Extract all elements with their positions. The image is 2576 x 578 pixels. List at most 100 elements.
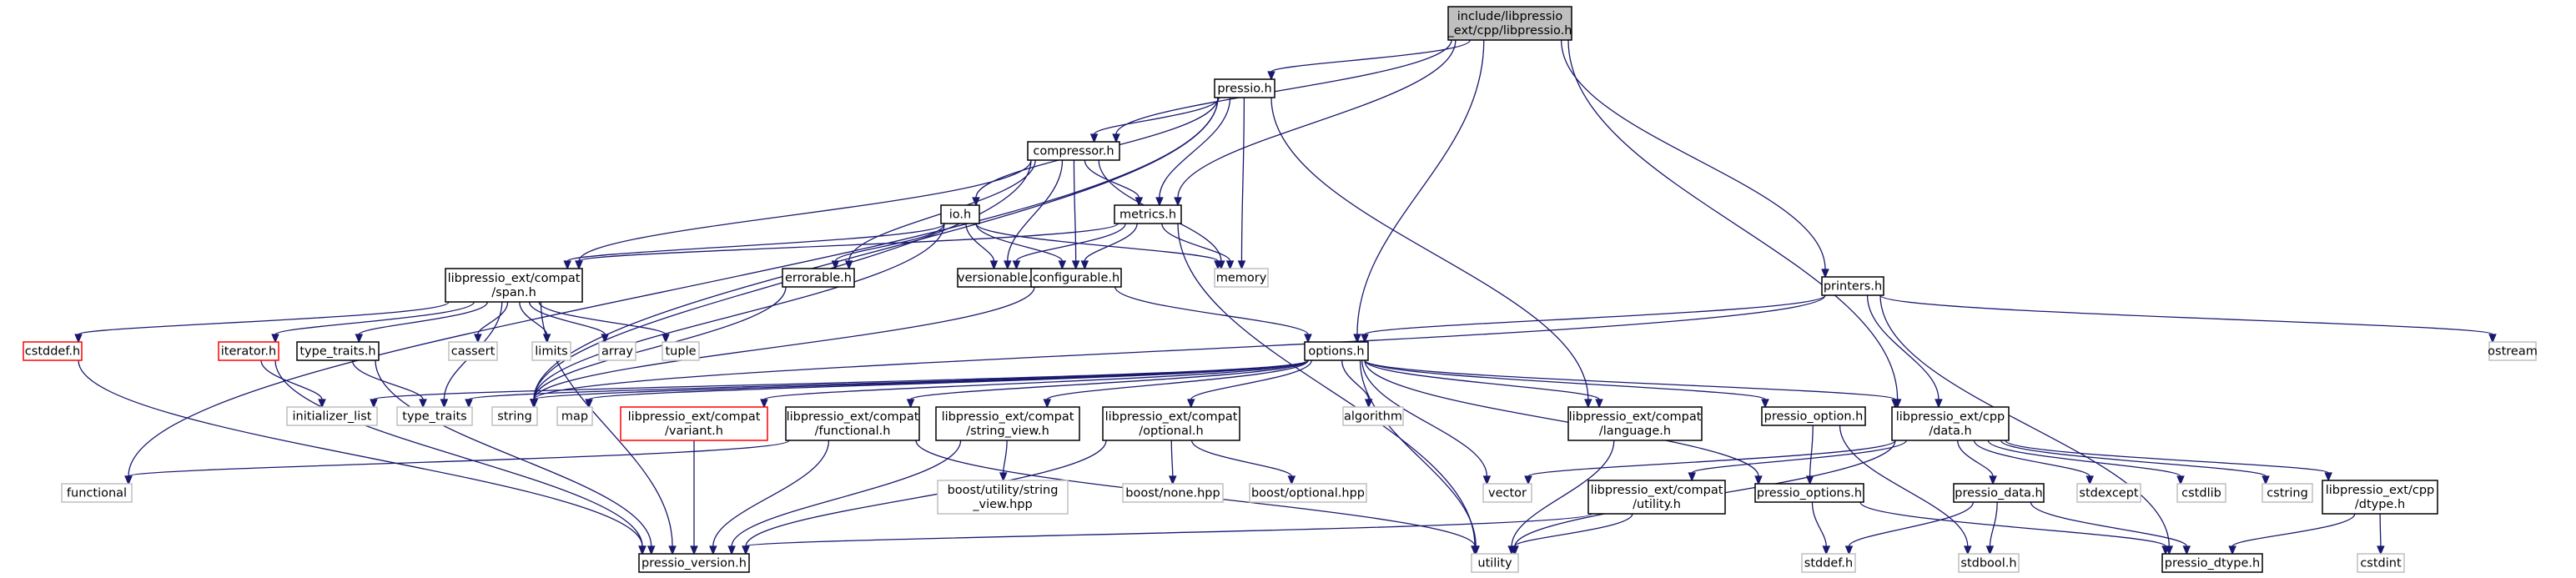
node-functional[interactable]: functional [61,483,133,503]
node-stddef-h[interactable]: stddef.h [1801,553,1856,573]
edge-options-h-to-optional-h [1186,359,1312,409]
node-box [1801,553,1856,573]
node-tuple[interactable]: tuple [662,341,700,361]
node-metrics-h[interactable]: metrics.h [1114,204,1182,224]
node-box [1342,406,1404,426]
edge-compressor-h-to-versionable-h [1004,159,1064,270]
edge-string-view-h-to-pressio-version-h [727,440,962,555]
node-label: stddef.h [1804,557,1853,570]
edge-pressio-h-to-metrics-h [1155,97,1231,207]
edge-libpressio-h-to-printers-h [1561,39,1829,279]
node-label: pressio_version.h [641,557,747,570]
edge-span-h-to-iterator-h [271,301,475,344]
node-limits[interactable]: limits [531,341,571,361]
node-span-h[interactable]: libpressio_ext/compat/span.h [445,268,583,303]
node-iterator-h[interactable]: iterator.h [218,341,279,361]
node-pressio-options-h[interactable]: pressio_options.h [1754,483,1864,503]
node-label: libpressio_ext/compat [1591,484,1723,497]
node-libpressio-h[interactable]: include/libpressio_ext/cpp/libpressio.h [1447,6,1572,41]
edges-layer [74,39,2497,555]
node-label: array [601,345,633,359]
edge-io-h-to-memory [975,223,1222,270]
edge-span-h-to-pressio-version-h [540,301,677,555]
node-label: metrics.h [1119,209,1176,222]
edge-iterator-h-to-pressio-version-h [274,359,647,555]
edge-io-h-to-versionable-h [965,223,999,270]
node-box [1754,483,1864,503]
node-array[interactable]: array [598,341,636,361]
node-dtype-h[interactable]: libpressio_ext/cpp/dtype.h [2322,480,2438,515]
node-box [448,341,498,361]
edge-options-h-to-vector [1361,359,1492,485]
node-data-h[interactable]: libpressio_ext/cpp/data.h [1891,406,2010,441]
node-variant-h[interactable]: libpressio_ext/compat/variant.h [620,406,768,441]
node-errorable-h[interactable]: errorable.h [782,268,855,288]
node-cstdlib[interactable]: cstdlib [2176,483,2226,503]
node-type-traits-h[interactable]: type_traits.h [296,341,380,361]
node-algorithm[interactable]: algorithm [1342,406,1404,426]
node-string[interactable]: string [491,406,538,426]
node-pressio-version-h[interactable]: pressio_version.h [638,553,750,573]
node-none-hpp[interactable]: boost/none.hpp [1122,483,1224,503]
node-pressio-option-h[interactable]: pressio_option.h [1761,406,1866,426]
node-optional-h[interactable]: libpressio_ext/compat/optional.h [1102,406,1240,441]
edge-compat-utility-h-to-pressio-version-h [742,513,1592,555]
node-pressio-dtype-h[interactable]: pressio_dtype.h [2161,553,2263,573]
node-cstddef-h[interactable]: cstddef.h [23,341,83,361]
node-box [782,268,855,288]
edge-configurable-h-to-options-h [1114,286,1312,344]
edge-optional-h-to-none-hpp [1168,440,1177,485]
node-language-h[interactable]: libpressio_ext/compat/language.h [1567,406,1703,441]
node-options-h[interactable]: options.h [1304,341,1369,361]
node-string-view-h[interactable]: libpressio_ext/compat/string_view.h [935,406,1080,441]
node-vector[interactable]: vector [1482,483,1532,503]
node-box [1953,483,2045,503]
node-map[interactable]: map [556,406,593,426]
node-initializer-list[interactable]: initializer_list [286,406,378,426]
edge-string-view-h-to-string-view-hpp [999,440,1008,482]
edge-pressio-options-h-to-stddef-h [1811,501,1831,555]
node-type-traits[interactable]: type_traits [396,406,473,426]
edge-options-h-to-variant-h [760,359,1309,409]
node-compressor-h[interactable]: compressor.h [1027,141,1120,161]
node-box [531,341,571,361]
edge-data-h-to-dtype-h [2005,440,2332,482]
node-cassert[interactable]: cassert [448,341,498,361]
node-memory[interactable]: memory [1214,268,1269,288]
edge-io-h-to-errorable-h [831,223,945,270]
node-box [2357,553,2405,573]
edge-options-h-to-pressio-option-h [1364,359,1769,409]
node-string-view-hpp[interactable]: boost/utility/string_view.hpp [937,480,1069,515]
node-versionable-h[interactable]: versionable.h [957,268,1040,288]
node-functional-h[interactable]: libpressio_ext/compat/functional.h [785,406,920,441]
node-printers-h[interactable]: printers.h [1821,276,1884,296]
node-pressio-data-h[interactable]: pressio_data.h [1953,483,2045,503]
node-box [1027,141,1120,161]
edge-pressio-h-to-memory [1237,97,1246,270]
node-cstring[interactable]: cstring [2262,483,2313,503]
node-box [491,406,538,426]
node-box [1471,553,1519,573]
edge-options-h-to-algorithm [1341,359,1373,409]
node-pressio-h[interactable]: pressio.h [1214,78,1275,98]
node-label: cstring [2267,487,2308,500]
node-label: stdbool.h [1960,557,2016,570]
node-box [1761,406,1866,426]
edge-libpressio-h-to-data-h [1567,39,1902,409]
node-box [935,406,1080,441]
node-ostream[interactable]: ostream [2488,341,2538,361]
node-box [1821,276,1884,296]
edge-iterator-h-to-initializer-list [260,359,326,409]
edge-printers-h-to-options-h [1361,294,1826,344]
edge-metrics-h-to-configurable-h [1080,223,1138,270]
node-utility[interactable]: utility [1471,553,1519,573]
node-io-h[interactable]: io.h [940,204,980,224]
node-stdexcept[interactable]: stdexcept [2076,483,2141,503]
node-stdbool-h[interactable]: stdbool.h [1958,553,2020,573]
node-compat-utility-h[interactable]: libpressio_ext/compat/utility.h [1587,480,1726,515]
node-configurable-h[interactable]: configurable.h [1030,268,1122,288]
node-label: boost/optional.hpp [1251,487,1365,500]
node-optional-hpp[interactable]: boost/optional.hpp [1249,483,1367,503]
node-cstdint[interactable]: cstdint [2357,553,2405,573]
